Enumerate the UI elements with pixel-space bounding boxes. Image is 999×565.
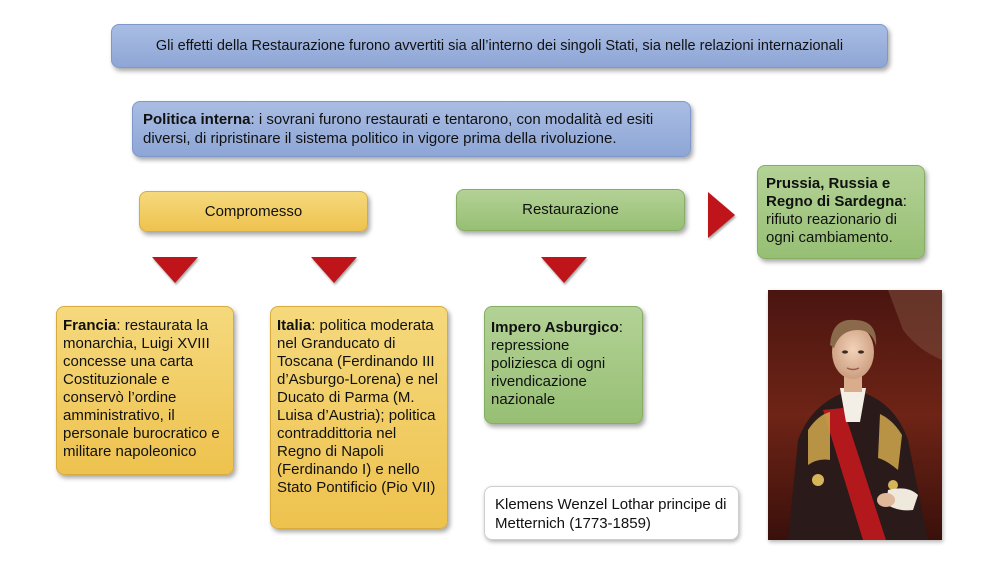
compromise-label: Compromesso — [204, 202, 303, 220]
habsburg-box: Impero Asburgico: repressione poliziesca… — [484, 306, 643, 424]
prussia-text: : rifiuto reazionario di ogni cambiament… — [766, 193, 907, 246]
france-text: : restaurata la monarchia, Luigi XVIII c… — [63, 317, 220, 460]
down-arrow-icon-france — [152, 257, 198, 283]
prussia-box: Prussia, Russia e Regno di Sardegna: rif… — [757, 165, 925, 259]
france-box: Francia: restaurata la monarchia, Luigi … — [56, 306, 234, 475]
habsburg-text: : repressione poliziesca di ogni rivendi… — [491, 319, 623, 408]
metternich-portrait — [768, 290, 942, 540]
down-arrow-icon-italy — [311, 257, 357, 283]
habsburg-title: Impero Asburgico — [491, 319, 619, 336]
portrait-illustration — [768, 290, 942, 540]
italy-text: : politica moderata nel Granducato di To… — [277, 317, 438, 496]
france-title: Francia — [63, 317, 117, 334]
prussia-title: Prussia, Russia e Regno di Sardegna — [766, 175, 903, 210]
header-text: Gli effetti della Restaurazione furono a… — [155, 38, 844, 54]
compromise-box: Compromesso — [139, 191, 368, 232]
italy-box: Italia: politica moderata nel Granducato… — [270, 306, 448, 529]
internal-policy-title: Politica interna — [143, 111, 251, 128]
portrait-caption: Klemens Wenzel Lothar principe di Metter… — [495, 496, 727, 532]
right-arrow-icon — [708, 192, 735, 238]
internal-policy-text: : i sovrani furono restaurati e tentaron… — [143, 111, 654, 147]
restoration-box: Restaurazione — [456, 189, 685, 231]
italy-title: Italia — [277, 317, 312, 334]
header-box: Gli effetti della Restaurazione furono a… — [111, 24, 888, 68]
down-arrow-icon-habsburg — [541, 257, 587, 283]
portrait-caption-box: Klemens Wenzel Lothar principe di Metter… — [484, 486, 739, 540]
internal-policy-box: Politica interna: i sovrani furono resta… — [132, 101, 691, 157]
restoration-label: Restaurazione — [522, 201, 619, 218]
